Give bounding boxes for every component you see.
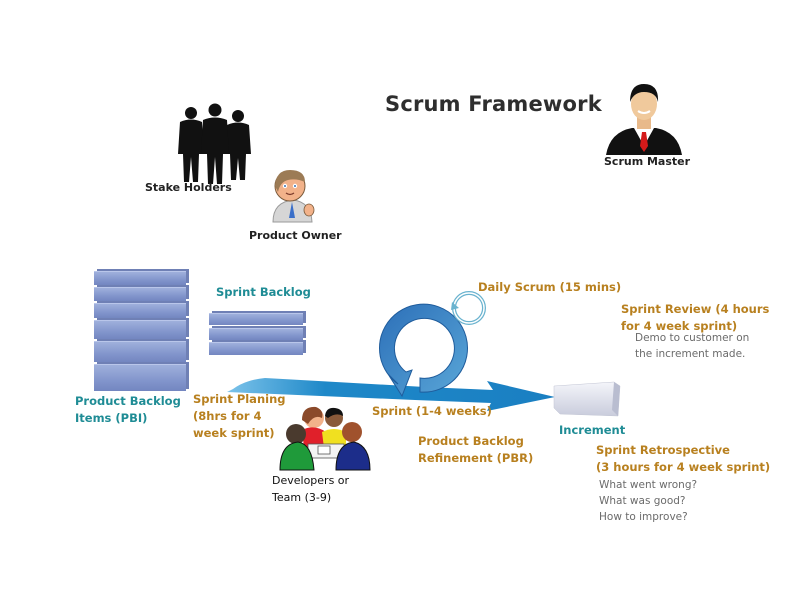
product-owner-icon — [272, 170, 315, 223]
scrum-master-label: Scrum Master — [604, 155, 691, 168]
backlog-item-block — [94, 271, 186, 285]
backlog-item-block — [94, 364, 186, 391]
backlog-item-block — [94, 303, 186, 318]
sprint-backlog-block — [209, 328, 303, 340]
scrum-master-icon — [606, 84, 682, 155]
sprint-backlog-label: Sprint Backlog — [216, 285, 311, 299]
sprint-planning-label: Sprint Planing (8hrs for 4 week sprint) — [193, 392, 286, 440]
increment-box-icon — [553, 381, 621, 417]
retrospective-label: Sprint Retrospective (3 hours for 4 week… — [596, 443, 771, 474]
stakeholders-label: Stake Holders — [145, 181, 232, 194]
sprint-backlog-block — [209, 342, 303, 355]
backlog-item-block — [94, 320, 186, 339]
retrospective-notes: What went wrong? What was good? How to i… — [599, 479, 698, 523]
daily-scrum-loop-icon — [451, 291, 486, 325]
refinement-label: Product Backlog Refinement (PBR) — [418, 434, 534, 465]
increment-label: Increment — [559, 423, 626, 437]
sprint-review-note: Demo to customer on the increment made. — [635, 332, 750, 360]
backlog-item-block — [94, 341, 186, 362]
backlog-item-block — [94, 287, 186, 301]
sprint-label: Sprint (1-4 weeks) — [372, 404, 492, 418]
sprint-backlog-block — [209, 313, 303, 325]
sprint-review-label: Sprint Review (4 hours for 4 week sprint… — [621, 302, 770, 333]
product-owner-label: Product Owner — [249, 229, 342, 242]
developers-team-icon — [279, 406, 371, 471]
daily-scrum-label: Daily Scrum (15 mins) — [478, 280, 622, 294]
stakeholders-icon — [178, 103, 251, 184]
page-title: Scrum Framework — [385, 92, 602, 116]
product-backlog-label: Product Backlog Items (PBI) — [75, 394, 181, 425]
sprint-arrow — [227, 378, 555, 411]
developers-label: Developers or Team (3-9) — [272, 474, 350, 504]
sprint-cycle-icon — [379, 303, 468, 398]
